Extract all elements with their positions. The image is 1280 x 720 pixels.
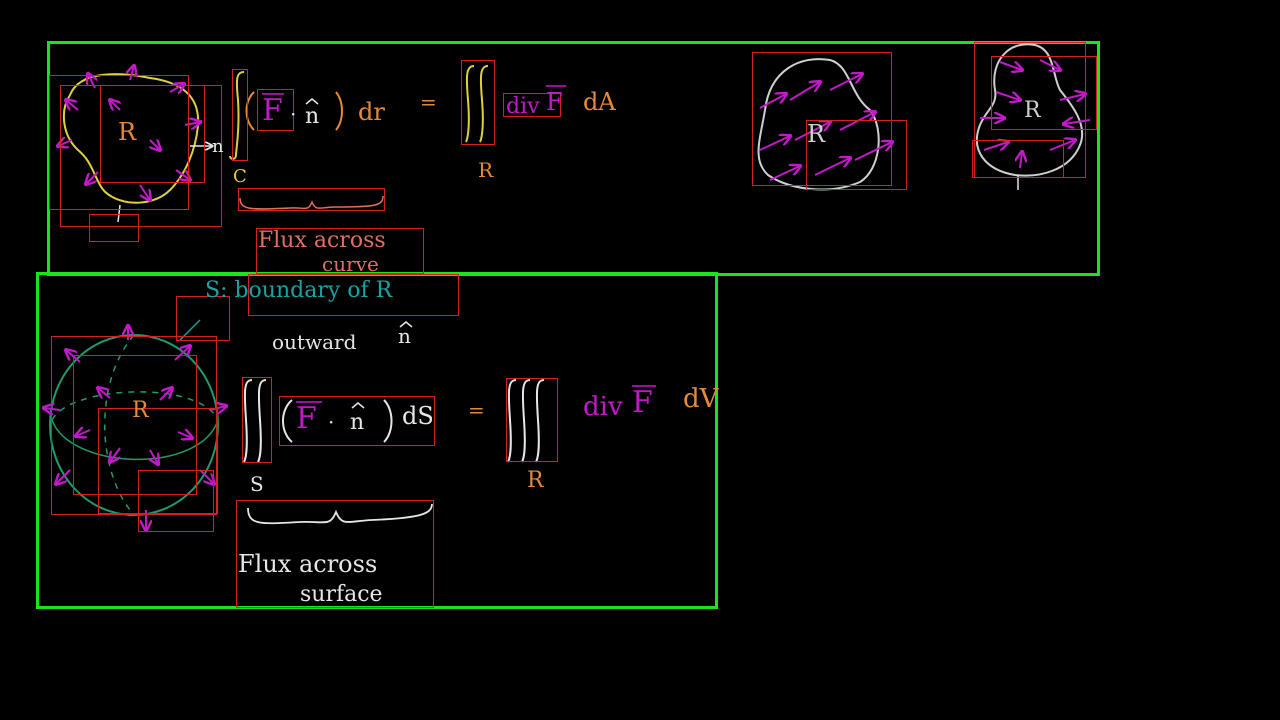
annotation-box	[232, 69, 248, 161]
annotation-box	[503, 93, 561, 117]
top-region-curve	[62, 73, 200, 204]
curve-flux-vector: F	[262, 93, 283, 128]
top-region-label: R	[118, 118, 137, 146]
sphere-equator	[51, 419, 219, 461]
annotation-box	[176, 296, 230, 341]
area-div-label: div	[506, 94, 540, 119]
surface-boundary-note: S: boundary of R	[205, 278, 393, 303]
area-integral-sign-2	[479, 65, 489, 143]
sphere-arrows	[44, 326, 226, 530]
annotation-box	[248, 274, 459, 316]
annotation-box	[806, 120, 907, 190]
volume-div-label: div	[583, 392, 623, 422]
right-blob-1-arrows	[759, 74, 892, 181]
top-equals-sign: =	[420, 90, 437, 114]
sphere-meridian	[104, 334, 135, 516]
bottom-brace-caption-line1: Flux across	[238, 550, 378, 578]
annotation-box	[51, 336, 217, 515]
surface-flux-normal: n	[350, 410, 365, 435]
surface-integral-sign-1	[243, 379, 253, 463]
surface-flux-differential: dS	[402, 402, 434, 430]
annotation-box	[238, 188, 385, 211]
surface-flux-dot: ·	[328, 410, 335, 434]
top-brace-caption-line1: Flux across	[258, 228, 386, 253]
annotation-box	[73, 355, 197, 495]
right-blob-2	[975, 43, 1084, 177]
bottom-paren-right	[383, 399, 393, 443]
annotation-box	[100, 85, 205, 183]
volume-integral-sign-1	[507, 379, 517, 463]
volume-integral-sign-3	[535, 379, 545, 463]
annotation-box	[279, 396, 435, 446]
volume-vector-label: F	[632, 385, 653, 420]
right-blob-1	[757, 58, 880, 191]
curve-flux-differential: dr	[358, 98, 385, 126]
curve-integral-subscript: C	[233, 166, 247, 187]
annotation-box	[972, 140, 1064, 178]
volume-differential: dV	[683, 384, 719, 414]
outward-normal-symbol: n	[398, 324, 411, 348]
right-blob-1-label: R	[807, 120, 826, 148]
area-integral-sign-1	[465, 65, 475, 143]
curve-flux-dot: ·	[290, 102, 297, 126]
annotation-box	[138, 470, 214, 532]
annotation-box	[256, 228, 424, 274]
annotation-box	[461, 60, 495, 145]
volume-integral-subscript: R	[527, 468, 544, 493]
outward-label: outward	[272, 330, 357, 354]
annotation-box	[89, 214, 139, 242]
annotation-box	[506, 378, 558, 462]
annotation-box	[752, 52, 892, 186]
curve-integral-sign	[229, 71, 245, 160]
area-vector-label: F	[546, 88, 563, 116]
volume-integral-sign-2	[521, 379, 531, 463]
top-brace	[239, 195, 384, 210]
annotation-box	[236, 500, 434, 608]
surface-integral-subscript: S	[250, 472, 264, 496]
area-differential: dA	[583, 88, 616, 116]
top-brace-caption-line2: curve	[322, 252, 379, 276]
sphere-equator-back	[51, 391, 219, 421]
annotation-box	[991, 56, 1097, 130]
right-blob-2-label: R	[1024, 98, 1041, 123]
surface-integral-sign-2	[257, 379, 267, 463]
bottom-brace	[247, 503, 433, 525]
bottom-brace-caption-line2: surface	[300, 582, 383, 607]
annotation-box	[98, 408, 218, 514]
annotation-box	[257, 89, 294, 131]
curve-flux-normal: n	[305, 104, 320, 129]
surface-flux-vector: F	[296, 401, 317, 436]
area-integral-subscript: R	[478, 158, 494, 182]
annotation-box	[49, 75, 189, 210]
bottom-equals-sign: =	[468, 398, 485, 422]
top-normal-label: n	[212, 136, 224, 157]
top-paren-right	[335, 91, 343, 131]
bottom-paren-left	[282, 399, 293, 443]
sphere-region-label: R	[132, 398, 149, 423]
annotation-box	[242, 377, 272, 463]
top-paren-left	[245, 91, 255, 131]
top-normal-arrow	[117, 146, 212, 223]
